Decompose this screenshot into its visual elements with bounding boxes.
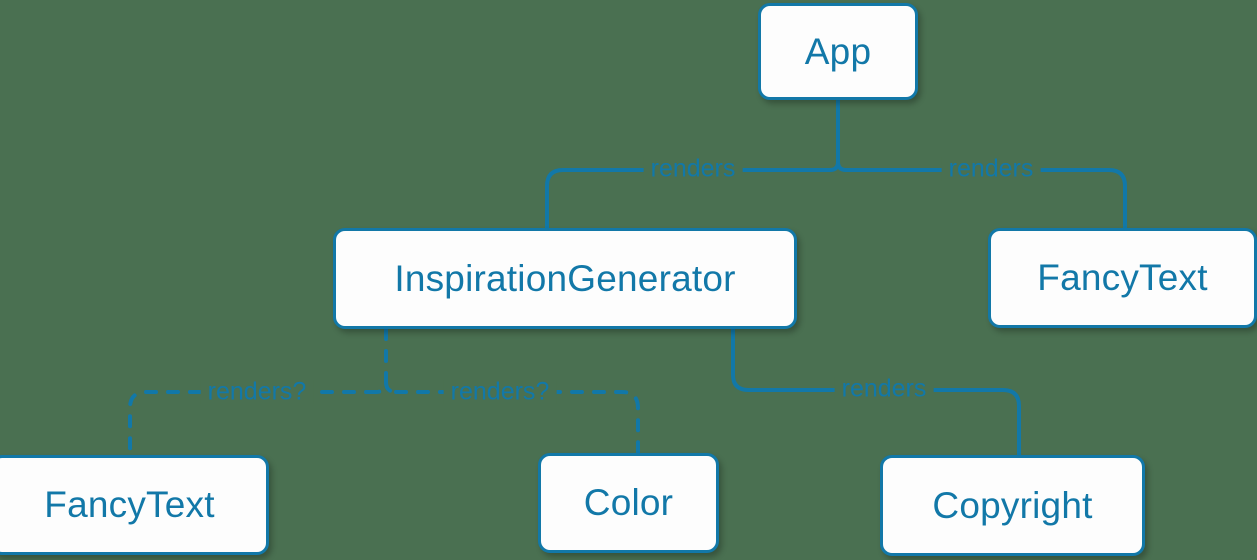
node-fancytext-right-label: FancyText bbox=[1037, 257, 1208, 298]
node-app[interactable]: App bbox=[758, 3, 918, 100]
node-app-label: App bbox=[804, 30, 872, 72]
edge-inspirationgenerator-dashed-stem bbox=[374, 327, 388, 394]
edge-app-stem-right bbox=[836, 160, 848, 172]
edge-label-inspirationgenerator-color: renders? bbox=[443, 379, 557, 405]
node-fancytext-right[interactable]: FancyText bbox=[988, 228, 1257, 328]
node-copyright[interactable]: Copyright bbox=[880, 455, 1145, 556]
node-inspirationgenerator[interactable]: InspirationGenerator bbox=[333, 228, 797, 329]
node-copyright-label: Copyright bbox=[932, 484, 1093, 526]
node-fancytext-bottom-label: FancyText bbox=[44, 484, 215, 525]
node-fancytext-bottom[interactable]: FancyText bbox=[0, 455, 269, 555]
edge-label-app-fancytext: renders bbox=[941, 156, 1041, 182]
edge-app-stem bbox=[828, 98, 840, 172]
edge-label-inspirationgenerator-copyright: renders bbox=[834, 376, 934, 402]
node-inspirationgenerator-label: InspirationGenerator bbox=[394, 257, 736, 299]
edge-label-inspirationgenerator-fancytext: renders? bbox=[200, 379, 314, 405]
node-color[interactable]: Color bbox=[538, 453, 719, 553]
edge-inspirationgenerator-dashed-stem-right bbox=[384, 380, 398, 394]
node-color-label: Color bbox=[583, 482, 674, 523]
edge-label-app-inspirationgenerator: renders bbox=[643, 156, 743, 182]
